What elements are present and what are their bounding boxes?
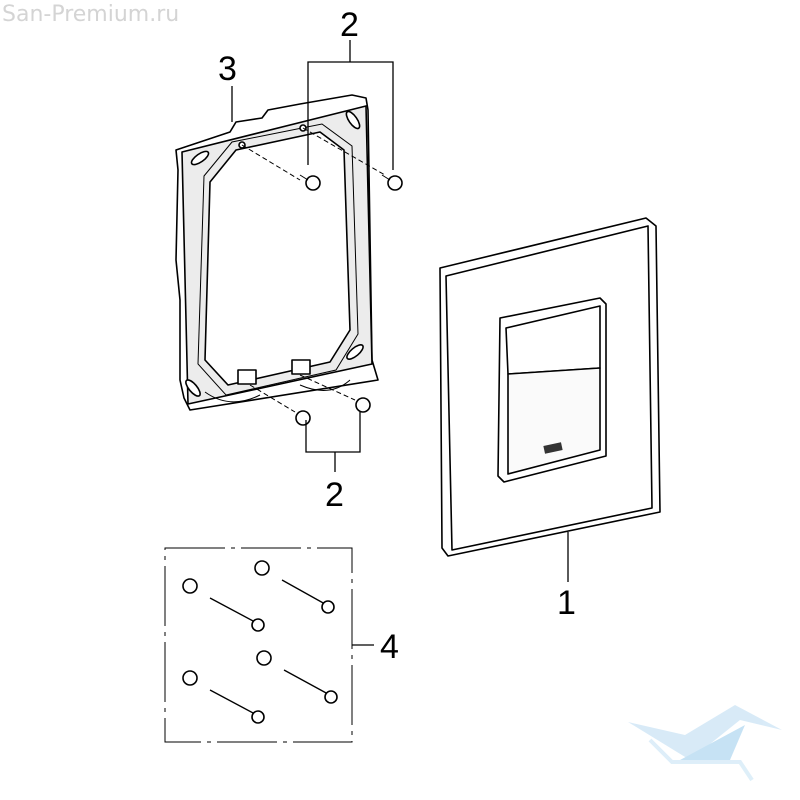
flush-plate — [439, 217, 661, 557]
callout-screws-bottom: 2 — [325, 476, 344, 514]
screws-top — [299, 174, 403, 191]
brand-logo-icon — [543, 442, 563, 454]
watermark-logo-icon — [628, 705, 782, 782]
callout-frame: 3 — [218, 50, 237, 88]
watermark-text: San-Premium.ru — [2, 2, 180, 27]
callout-plate: 1 — [557, 584, 576, 622]
callout-wall-fixings: 4 — [380, 628, 399, 666]
screw-set — [182, 560, 338, 724]
callout-leaders — [231, 40, 569, 646]
mounting-frame — [175, 94, 386, 411]
callout-screws-top: 2 — [340, 6, 359, 44]
wall-fixings-box — [164, 547, 353, 743]
